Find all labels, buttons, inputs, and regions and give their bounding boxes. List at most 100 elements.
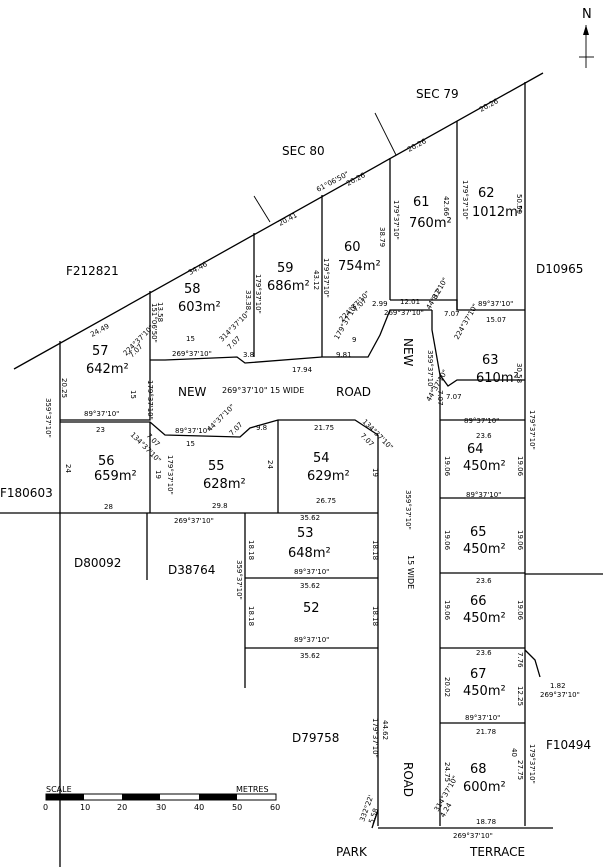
- road-road-label: ROAD: [336, 385, 371, 399]
- dim: 18.78: [476, 818, 496, 826]
- lot-61: 61 760m²: [409, 195, 452, 231]
- dim: 269°37'10": [453, 832, 493, 840]
- lot-number: 54: [313, 451, 330, 466]
- dim: 35.62: [300, 652, 320, 660]
- lot-number: 64: [467, 442, 484, 457]
- dim: 19: [371, 468, 379, 477]
- lot-63: 63 610m²: [476, 353, 519, 386]
- north-label: N: [582, 7, 592, 22]
- road-vertical-width-label: 15 WIDE: [406, 555, 415, 589]
- area-d80092: D80092: [74, 556, 121, 570]
- lot-area: 450m²: [463, 542, 506, 557]
- dim: 24: [64, 464, 72, 473]
- dim: 18.18: [247, 606, 255, 626]
- dim: 27.75: [516, 760, 524, 780]
- dim: 89°37'10": [464, 417, 499, 425]
- dim: 2.99: [372, 300, 388, 308]
- dim: 20.25: [60, 378, 68, 398]
- lot-number: 61: [413, 195, 430, 210]
- dim: 26.75: [316, 497, 336, 505]
- dim: 269°37'10": [174, 517, 214, 525]
- dim: 21.78: [476, 728, 496, 736]
- dim: 9: [352, 336, 356, 344]
- dim: 19.06: [516, 456, 524, 477]
- dim: 29.8: [212, 502, 228, 510]
- area-d38764: D38764: [168, 563, 215, 577]
- dim: 179°37'10": [166, 455, 174, 495]
- dim: 359°37'10": [426, 350, 434, 390]
- lot-67: 67 450m²: [463, 667, 506, 699]
- scale-bar: SCALE METRES 0 10 20 30 40 50 60: [43, 785, 280, 812]
- dim: 18.18: [371, 540, 379, 560]
- lot-area: 659m²: [94, 469, 137, 484]
- dim: 21.75: [314, 424, 334, 432]
- lot-number: 57: [92, 344, 109, 359]
- dim: 9.81: [336, 351, 352, 359]
- lot-number: 58: [184, 282, 201, 297]
- road-vertical-new-label: NEW: [401, 338, 415, 367]
- dim: 20.26: [478, 97, 500, 114]
- scale-tick: 60: [270, 803, 280, 812]
- lot-number: 62: [478, 186, 495, 201]
- dim: 23.6: [476, 577, 492, 585]
- dim: 359°37'10": [44, 398, 52, 438]
- dim: 1.82: [550, 682, 566, 690]
- dim: 89°37'10": [466, 491, 501, 499]
- lot-area: 450m²: [463, 459, 506, 474]
- dim: 269°37'10": [540, 691, 580, 699]
- scale-tick: 10: [80, 803, 90, 812]
- dim: 15.07: [486, 316, 506, 324]
- dim: 89°37'10": [465, 714, 500, 722]
- lot-area: 610m²: [476, 371, 519, 386]
- lot-area: 600m²: [463, 780, 506, 795]
- lot-area: 686m²: [267, 279, 310, 294]
- dim: 359°37'10": [404, 490, 412, 530]
- scale-caption: SCALE: [46, 785, 72, 794]
- lot-area: 1012m²: [472, 205, 523, 220]
- dim: 30.58: [515, 363, 523, 383]
- scale-tick: 20: [117, 803, 127, 812]
- dim: 19.06: [443, 530, 451, 551]
- area-f10494: F10494: [546, 738, 591, 752]
- dim: 34.46: [187, 260, 209, 277]
- north-arrow: N: [579, 7, 594, 68]
- dim: 12.25: [516, 686, 524, 706]
- dim: 7.07: [436, 390, 444, 406]
- area-d79758: D79758: [292, 731, 339, 745]
- dim: 38.79: [378, 227, 386, 247]
- lot-62: 62 1012m²: [472, 186, 523, 220]
- dim: 7.07: [444, 310, 460, 318]
- dim: 179°37'10": [461, 180, 469, 220]
- dim: 23.6: [476, 649, 492, 657]
- lot-area: 450m²: [463, 684, 506, 699]
- dim: 359°37'10": [235, 560, 243, 600]
- dim: 35.62: [300, 514, 320, 522]
- scale-tick: 30: [156, 803, 166, 812]
- dim: 179°37'10": [528, 410, 536, 450]
- dim: 179°37'10": [392, 200, 400, 240]
- lot-area: 648m²: [288, 546, 331, 561]
- dim: 13.58: [156, 302, 164, 322]
- lot-53: 53 648m²: [288, 526, 331, 561]
- scale-unit: METRES: [236, 785, 269, 794]
- lot-number: 63: [482, 353, 499, 368]
- lot-area: 760m²: [409, 216, 452, 231]
- area-labels: SEC 79 SEC 80 F212821 D10965 F180603 D80…: [0, 87, 591, 752]
- dim: 9.8: [256, 424, 267, 432]
- lot-number: 67: [470, 667, 487, 682]
- scale-tick: 40: [194, 803, 204, 812]
- lot-number: 65: [470, 525, 487, 540]
- lot-number: 53: [297, 526, 314, 541]
- dim: 23: [96, 426, 105, 434]
- road-labels: NEW ROAD 269°37'10" 15 WIDE NEW ROAD 15 …: [178, 338, 525, 859]
- dim: 269°37'10": [172, 350, 212, 358]
- lot-number: 52: [303, 601, 320, 616]
